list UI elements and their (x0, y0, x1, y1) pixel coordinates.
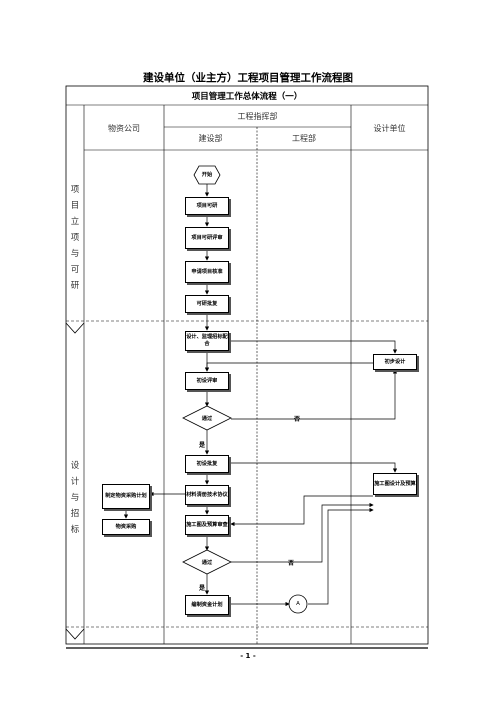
fund-plan-node: 编制资金计划 (185, 595, 229, 615)
drawing-budget-review-node: 施工图及预算审查 (185, 515, 229, 535)
feasibility-approval-node: 可研批复 (185, 295, 229, 313)
decision-2-node: 通过 (201, 560, 213, 566)
column-construction-dept: 建设部 (198, 134, 223, 143)
edge-label-yes-1: 是 (199, 442, 206, 449)
preliminary-design-node: 初步设计 (373, 354, 417, 370)
column-material-company: 物资公司 (108, 124, 140, 133)
material-procurement-node: 物资采购 (102, 519, 150, 535)
phase-label-initiation: 项目立项与可研 (70, 185, 80, 291)
phase-label-design-bidding: 设计与招标 (70, 461, 80, 535)
start-node: 开始 (201, 172, 213, 178)
column-design-unit: 设计单位 (373, 124, 406, 133)
column-hq-group: 工程指挥部 (237, 112, 278, 121)
preliminary-approval-node: 初设批复 (185, 455, 229, 473)
feasibility-review-node: 项目可研评审 (185, 227, 229, 249)
feasibility-node: 项目可研 (185, 197, 229, 215)
material-purchase-plan-node: 制定物资采购计划 (102, 484, 150, 509)
connector-a: A (296, 601, 300, 607)
design-bid-support-node: 设计、监理招标配合 (185, 331, 229, 351)
table-frame (65, 85, 429, 645)
edge-label-no-1: 否 (294, 416, 301, 423)
construction-drawing-budget-node: 施工图设计及预算 (373, 473, 417, 495)
material-tech-agreement-node: 材料清册技术协议 (185, 485, 229, 505)
preliminary-review-node: 初设评审 (185, 372, 229, 390)
flowchart-title: 项目管理工作总体流程（一） (191, 92, 303, 102)
column-engineering-dept: 工程部 (292, 134, 316, 143)
apply-approval-node: 申请项目核准 (185, 261, 229, 283)
edge-label-yes-2: 是 (199, 585, 206, 592)
edge-label-no-2: 否 (288, 560, 295, 567)
document-title: 建设单位（业主方）工程项目管理工作流程图 (143, 72, 353, 84)
decision-1-node: 通过 (201, 416, 213, 422)
page-number: - 1 - (240, 652, 256, 660)
